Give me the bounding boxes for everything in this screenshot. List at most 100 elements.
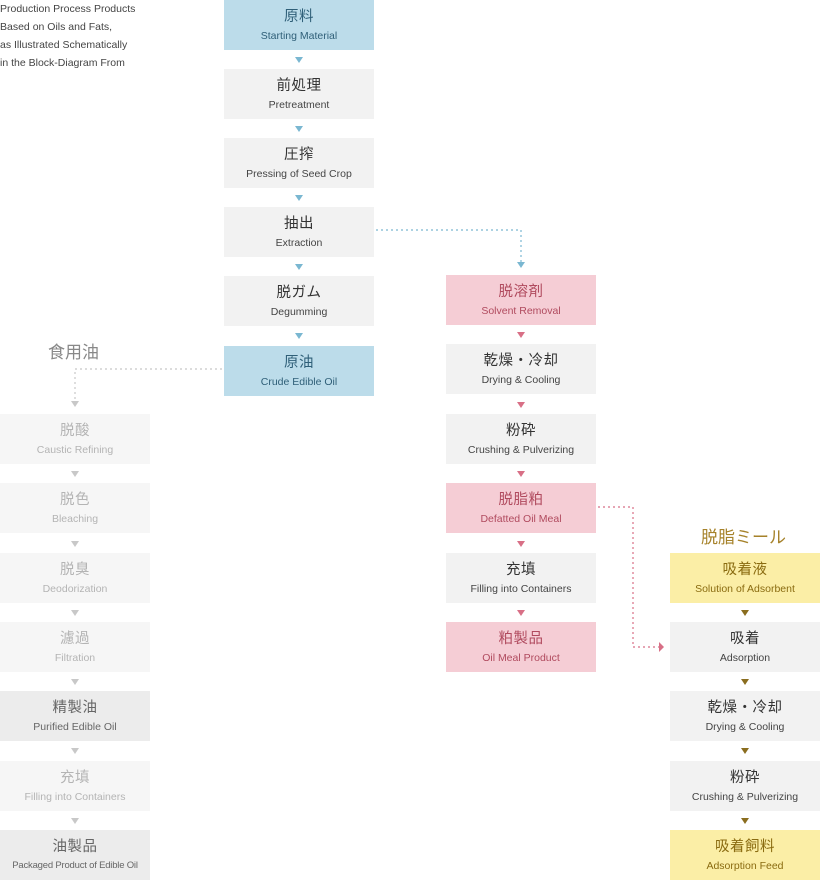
box-deodorization: 脱臭 Deodorization	[0, 553, 150, 603]
connector-meal-to-adsorption	[598, 506, 659, 648]
box-label-en: Crushing & Pulverizing	[691, 790, 799, 803]
box-label-jp: 吸着飼料	[715, 838, 775, 855]
arrow-down-icon	[516, 541, 525, 547]
arrow-down-icon	[516, 332, 525, 338]
box-bleaching: 脱色 Bleaching	[0, 483, 150, 533]
box-label-jp: 脱臭	[60, 561, 90, 578]
box-label-en: Filtration	[54, 651, 96, 664]
intro-line: in the Block-Diagram From	[0, 57, 125, 69]
box-filtration: 濾過 Filtration	[0, 622, 150, 672]
box-label-en: Solvent Removal	[481, 304, 561, 317]
box-label-jp: 圧搾	[284, 146, 314, 163]
arrow-down-icon	[70, 748, 79, 754]
arrow-down-icon	[294, 195, 303, 201]
arrow-down-icon	[70, 471, 79, 477]
box-adsorption: 吸着 Adsorption	[670, 622, 820, 672]
box-crushing-feed: 粉砕 Crushing & Pulverizing	[670, 761, 820, 811]
box-solvent-removal: 脱溶剤 Solvent Removal	[446, 275, 596, 325]
box-drying-cooling-meal: 乾燥・冷却 Drying & Cooling	[446, 344, 596, 394]
box-label-jp: 抽出	[284, 215, 314, 232]
box-label-en: Filling into Containers	[470, 582, 572, 595]
box-label-jp: 吸着	[730, 630, 760, 647]
intro-line: as Illustrated Schematically	[0, 39, 128, 51]
box-label-en: Drying & Cooling	[481, 373, 561, 386]
box-caustic-refining: 脱酸 Caustic Refining	[0, 414, 150, 464]
box-label-jp: 原油	[284, 354, 314, 371]
arrow-down-icon	[70, 541, 79, 547]
box-label-en: Extraction	[275, 236, 323, 249]
box-label-jp: 脱溶剤	[498, 283, 544, 300]
box-label-jp: 前処理	[276, 77, 322, 94]
box-label-en: Defatted Oil Meal	[480, 512, 562, 525]
box-packaged-edible-oil: 油製品 Packaged Product of Edible Oil	[0, 830, 150, 880]
box-label-en: Crude Edible Oil	[260, 375, 338, 388]
box-label-en: Solution of Adsorbent	[695, 582, 795, 595]
box-label-en: Packaged Product of Edible Oil	[12, 859, 138, 871]
heading-edible-oil: 食用油	[48, 343, 99, 362]
arrow-down-icon	[294, 57, 303, 63]
box-label-en: Crushing & Pulverizing	[467, 443, 575, 456]
intro-line: Based on Oils and Fats,	[0, 21, 113, 33]
arrow-down-icon	[516, 262, 525, 268]
box-label-en: Degumming	[270, 305, 328, 318]
box-starting-material: 原料 Starting Material	[224, 0, 374, 50]
intro-line: Production Process Products	[0, 3, 136, 15]
box-label-jp: 粕製品	[498, 630, 544, 647]
arrow-into-adsorption	[659, 642, 664, 652]
box-pretreatment: 前処理 Pretreatment	[224, 69, 374, 119]
box-purified-edible-oil: 精製油 Purified Edible Oil	[0, 691, 150, 741]
arrow-down-icon	[70, 679, 79, 685]
box-label-jp: 充填	[506, 561, 536, 578]
box-label-en: Bleaching	[51, 512, 99, 525]
box-label-jp: 乾燥・冷却	[707, 699, 783, 716]
box-label-jp: 粉砕	[730, 769, 760, 786]
arrow-down-icon	[516, 471, 525, 477]
box-filling-containers-oil: 充填 Filling into Containers	[0, 761, 150, 811]
box-defatted-oil-meal: 脱脂粕 Defatted Oil Meal	[446, 483, 596, 533]
box-label-jp: 粉砕	[506, 422, 536, 439]
arrow-down-icon	[294, 333, 303, 339]
arrow-down-icon	[516, 402, 525, 408]
box-label-jp: 精製油	[52, 699, 98, 716]
box-pressing: 圧搾 Pressing of Seed Crop	[224, 138, 374, 188]
box-label-en: Deodorization	[42, 582, 108, 595]
box-label-jp: 乾燥・冷却	[483, 352, 559, 369]
arrow-down-icon	[516, 610, 525, 616]
box-label-jp: 充填	[60, 769, 90, 786]
heading-defatted-meal: 脱脂ミール	[701, 528, 786, 547]
arrow-down-icon	[70, 610, 79, 616]
box-label-jp: 吸着液	[722, 561, 768, 578]
box-extraction: 抽出 Extraction	[224, 207, 374, 257]
arrow-down-icon	[70, 818, 79, 824]
intro-text: Production Process Products Based on Oil…	[0, 0, 200, 72]
box-label-en: Filling into Containers	[24, 790, 126, 803]
box-label-en: Pretreatment	[268, 98, 330, 111]
box-label-jp: 脱脂粕	[498, 491, 544, 508]
box-label-en: Drying & Cooling	[705, 720, 785, 733]
arrow-down-icon	[740, 818, 749, 824]
box-label-en: Purified Edible Oil	[33, 720, 117, 733]
arrow-down-icon	[740, 679, 749, 685]
arrow-down-icon	[70, 401, 79, 407]
box-label-jp: 原料	[284, 8, 314, 25]
box-label-en: Starting Material	[260, 29, 338, 42]
box-adsorption-feed: 吸着飼料 Adsorption Feed	[670, 830, 820, 880]
connector-crude-to-edible	[74, 368, 222, 400]
connector-extraction-to-solvent	[376, 229, 522, 262]
box-label-jp: 脱色	[60, 491, 90, 508]
box-label-jp: 濾過	[60, 630, 90, 647]
box-crude-edible-oil: 原油 Crude Edible Oil	[224, 346, 374, 396]
box-label-en: Pressing of Seed Crop	[246, 167, 352, 180]
box-filling-containers-meal: 充填 Filling into Containers	[446, 553, 596, 603]
box-label-en: Oil Meal Product	[482, 651, 560, 664]
arrow-down-icon	[740, 610, 749, 616]
box-oil-meal-product: 粕製品 Oil Meal Product	[446, 622, 596, 672]
box-label-en: Caustic Refining	[36, 443, 114, 456]
arrow-down-icon	[294, 126, 303, 132]
box-drying-cooling-feed: 乾燥・冷却 Drying & Cooling	[670, 691, 820, 741]
box-crushing-meal: 粉砕 Crushing & Pulverizing	[446, 414, 596, 464]
box-label-jp: 油製品	[52, 838, 98, 855]
arrow-down-icon	[740, 748, 749, 754]
box-degumming: 脱ガム Degumming	[224, 276, 374, 326]
